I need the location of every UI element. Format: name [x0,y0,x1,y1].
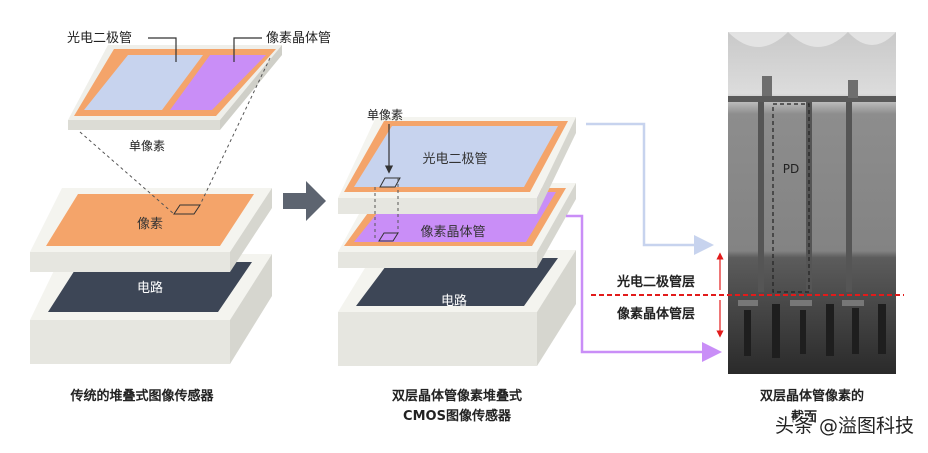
left-photodiode-label: 光电二极管 [67,31,132,46]
photodiode-layer-label: 光电二极管层 [616,274,695,290]
left-pixel-block [30,188,272,272]
left-transistor-region [170,55,266,110]
middle-photodiode-layer [338,117,576,214]
cross-section-image [728,32,896,374]
left-transistor-label: 像素晶体管 [266,31,331,46]
photodiode-connector [586,122,714,255]
left-circuit-label: 电路 [137,280,163,296]
middle-circuit-panel [356,258,558,306]
middle-pixel-guides [374,178,399,241]
watermark: 头条 @溢图科技 [775,415,914,437]
left-pixel-layer-label: 像素 [137,217,163,232]
pd-region-box [772,103,810,293]
left-single-pixel-plate [68,45,282,130]
left-photodiode-region [84,55,203,110]
middle-caption-line2: CMOS图像传感器 [403,408,512,424]
left-caption: 传统的堆叠式图像传感器 [69,388,214,404]
middle-caption-line1: 双层晶体管像素堆叠式 [392,388,522,404]
left-single-pixel-label: 单像素 [129,139,165,153]
left-callouts [148,37,262,62]
right-caption-line2: 截面 [791,409,817,425]
left-pixel-panel [46,194,254,246]
middle-single-pixel-label: 单像素 [367,108,403,122]
middle-photodiode-panel [354,126,558,187]
transistor-layer-label: 像素晶体管层 [617,306,695,322]
transition-arrow [283,181,326,221]
transistor-structures [744,304,886,358]
left-circuit-panel [48,262,252,312]
transistor-connector [566,214,722,362]
left-pixel-cell-outline [173,204,201,215]
middle-circuit-label: 电路 [441,293,467,309]
middle-photodiode-label: 光电二极管 [422,152,487,167]
right-caption-line1: 双层晶体管像素的 [760,388,864,404]
middle-transistor-label: 像素晶体管 [420,225,485,240]
pd-label: PD [783,162,799,176]
left-zoom-guides [79,57,271,215]
